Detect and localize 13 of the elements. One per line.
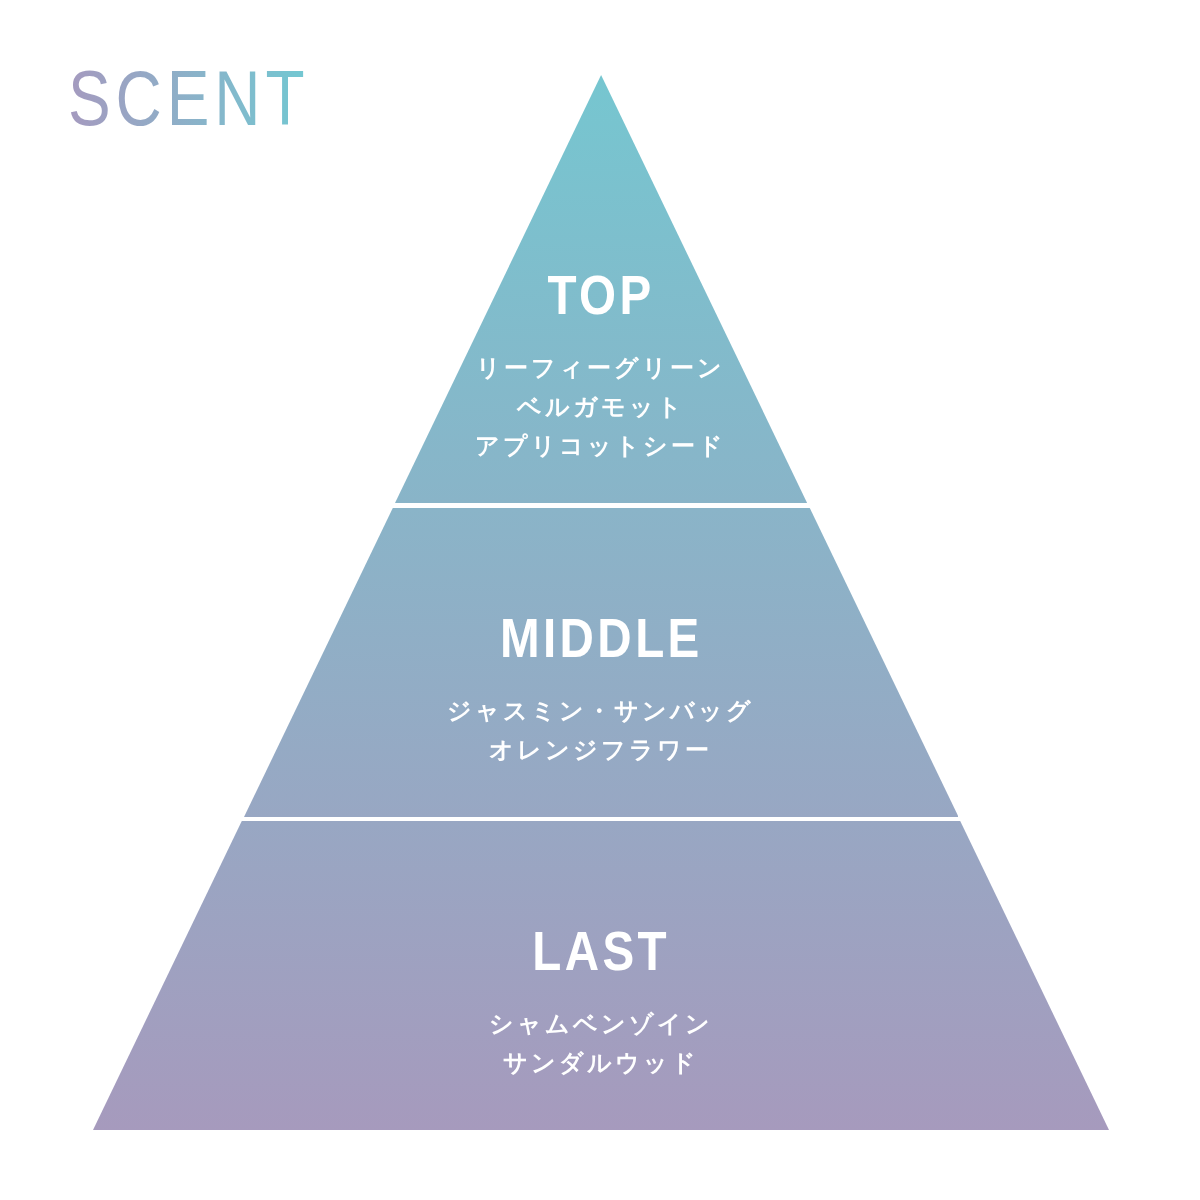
note-text: アプリコットシード	[475, 431, 727, 462]
pyramid-tier	[394, 75, 808, 503]
tier-heading: TOP	[547, 265, 655, 325]
note-text: サンダルウッド	[503, 1048, 699, 1079]
tier-heading: LAST	[532, 921, 670, 981]
note-text: リーフィーグリーン	[476, 353, 726, 384]
note-text: ベルガモット	[517, 392, 685, 423]
tier-heading: MIDDLE	[499, 608, 703, 668]
note-text: シャムベンゾイン	[489, 1009, 713, 1040]
pyramid-tier	[243, 508, 959, 817]
note-text: ジャスミン・サンバッグ	[447, 696, 755, 727]
pyramid-tier	[93, 821, 1109, 1130]
note-text: オレンジフラワー	[489, 735, 713, 766]
